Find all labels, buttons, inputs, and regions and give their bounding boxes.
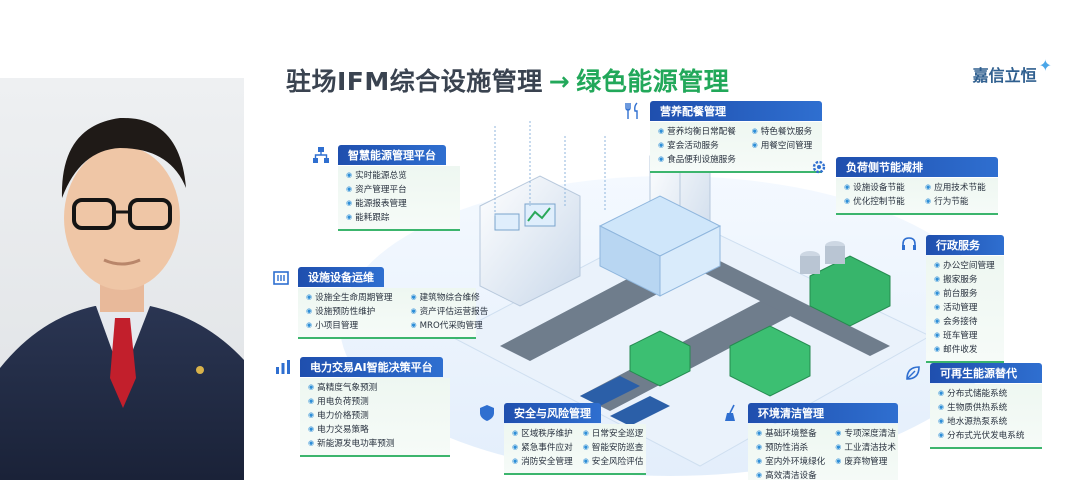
list-item: 生物质供热系统 bbox=[938, 401, 1034, 415]
list-item: 高效清洁设备 bbox=[756, 469, 825, 480]
utensils-icon bbox=[622, 100, 644, 122]
list-item: 资产评估运营报告 bbox=[410, 305, 489, 319]
title-arrow: → bbox=[548, 67, 571, 96]
list-item: 智能安防巡查 bbox=[583, 441, 644, 455]
list-item: MRO代采购管理 bbox=[410, 319, 488, 333]
panel-smart-energy-title: 智慧能源管理平台 bbox=[338, 145, 446, 165]
list-item: 办公空间管理 bbox=[934, 259, 996, 273]
headset-icon bbox=[898, 234, 920, 256]
title-main: 驻场IFM综合设施管理 bbox=[286, 67, 543, 96]
page-title: 驻场IFM综合设施管理→绿色能源管理 bbox=[286, 62, 729, 98]
list-item: 工业清洁技术 bbox=[835, 441, 896, 455]
list-item: 新能源发电功率预测 bbox=[308, 437, 442, 451]
list-item: 邮件收发 bbox=[934, 343, 996, 357]
list-item: 营养均衡日常配餐 bbox=[658, 125, 738, 139]
list-item: 特色餐饮服务 bbox=[752, 125, 814, 139]
list-item: 室内外环境绿化 bbox=[756, 455, 825, 469]
panel-smart-energy: 智慧能源管理平台 实时能源总览 资产管理平台 能源报表管理 能耗跟踪 bbox=[310, 144, 460, 231]
list-item: 能源报表管理 bbox=[346, 197, 452, 211]
list-item: 优化控制节能 bbox=[844, 195, 909, 209]
panel-catering-title: 营养配餐管理 bbox=[650, 101, 822, 121]
list-item: 食品便利设施服务 bbox=[658, 153, 738, 167]
panel-load-side: 负荷侧节能减排 设施设备节能 应用技术节能 优化控制节能 行为节能 bbox=[808, 156, 998, 215]
list-item: 会务接待 bbox=[934, 315, 996, 329]
speaker-portrait-image bbox=[0, 78, 244, 480]
list-item: 实时能源总览 bbox=[346, 169, 452, 183]
list-item: 设施全生命周期管理 bbox=[306, 291, 392, 305]
panel-load-side-title: 负荷侧节能减排 bbox=[836, 157, 998, 177]
bar-chart-icon bbox=[272, 356, 294, 378]
list-item: 资产管理平台 bbox=[346, 183, 452, 197]
star-icon: ✦ bbox=[1038, 56, 1052, 75]
list-item: 设施设备节能 bbox=[844, 181, 909, 195]
list-item: 预防性消杀 bbox=[756, 441, 825, 455]
brand-name: 嘉信立恒 bbox=[972, 66, 1037, 85]
list-item: 日常安全巡逻 bbox=[583, 427, 644, 441]
shield-icon bbox=[476, 402, 498, 424]
list-item: 搬家服务 bbox=[934, 273, 996, 287]
list-item: 用餐空间管理 bbox=[752, 139, 814, 153]
panel-renewable-title: 可再生能源替代 bbox=[930, 363, 1042, 383]
list-item: 活动管理 bbox=[934, 301, 996, 315]
panel-catering: 营养配餐管理 营养均衡日常配餐 特色餐饮服务 宴会活动服务 用餐空间管理 食品便… bbox=[622, 100, 822, 173]
list-item: 分布式储能系统 bbox=[938, 387, 1034, 401]
list-item: 宴会活动服务 bbox=[658, 139, 738, 153]
hierarchy-icon bbox=[310, 144, 332, 166]
list-item: 分布式光伏发电系统 bbox=[938, 429, 1034, 443]
panel-safety-title: 安全与风险管理 bbox=[504, 403, 601, 423]
panel-power-trading-title: 电力交易AI智能决策平台 bbox=[300, 357, 443, 377]
leaf-icon bbox=[902, 362, 924, 384]
list-item: 地水源热泵系统 bbox=[938, 415, 1034, 429]
list-item: 专项深度清洁 bbox=[835, 427, 896, 441]
list-item: 电力交易策略 bbox=[308, 423, 442, 437]
broom-icon bbox=[720, 402, 742, 424]
panel-admin: 行政服务 办公空间管理 搬家服务 前台服务 活动管理 会务接待 班车管理 邮件收… bbox=[898, 234, 1004, 363]
panel-renewable: 可再生能源替代 分布式储能系统 生物质供热系统 地水源热泵系统 分布式光伏发电系… bbox=[902, 362, 1042, 449]
list-item: 基础环境整备 bbox=[756, 427, 825, 441]
list-item: 用电负荷预测 bbox=[308, 395, 442, 409]
list-item: 电力价格预测 bbox=[308, 409, 442, 423]
list-item: 设施预防性维护 bbox=[306, 305, 392, 319]
speaker-photo bbox=[0, 78, 244, 480]
panel-admin-title: 行政服务 bbox=[926, 235, 1004, 255]
list-item: 建筑物综合维修 bbox=[410, 291, 488, 305]
panel-facility-ops-title: 设施设备运维 bbox=[298, 267, 384, 287]
list-item: 应用技术节能 bbox=[925, 181, 990, 195]
panel-power-trading: 电力交易AI智能决策平台 高精度气象预测 用电负荷预测 电力价格预测 电力交易策… bbox=[272, 356, 450, 457]
list-item: 区域秩序维护 bbox=[512, 427, 573, 441]
list-item: 消防安全管理 bbox=[512, 455, 573, 469]
list-item: 安全风险评估 bbox=[583, 455, 644, 469]
list-item: 班车管理 bbox=[934, 329, 996, 343]
panel-facility-ops: 设施设备运维 设施全生命周期管理 建筑物综合维修 设施预防性维护 资产评估运营报… bbox=[270, 266, 488, 339]
gear-icon bbox=[808, 156, 830, 178]
list-item: 能耗跟踪 bbox=[346, 211, 452, 225]
list-item: 前台服务 bbox=[934, 287, 996, 301]
title-accent: 绿色能源管理 bbox=[576, 67, 730, 96]
list-item: 紧急事件应对 bbox=[512, 441, 573, 455]
panel-safety: 安全与风险管理 区域秩序维护 日常安全巡逻 紧急事件应对 智能安防巡查 消防安全… bbox=[476, 402, 646, 475]
facility-diagram: 智慧能源管理平台 实时能源总览 资产管理平台 能源报表管理 能耗跟踪 设施设备运… bbox=[250, 96, 1080, 480]
building-icon bbox=[270, 266, 292, 288]
list-item: 废弃物管理 bbox=[835, 455, 896, 469]
list-item: 高精度气象预测 bbox=[308, 381, 442, 395]
panel-environment-title: 环境清洁管理 bbox=[748, 403, 898, 423]
brand-logo: 嘉信立恒✦ bbox=[972, 56, 1052, 86]
list-item: 小项目管理 bbox=[306, 319, 392, 333]
panel-environment: 环境清洁管理 基础环境整备 专项深度清洁 预防性消杀 工业清洁技术 室内外环境绿… bbox=[720, 402, 898, 480]
list-item: 行为节能 bbox=[925, 195, 990, 209]
